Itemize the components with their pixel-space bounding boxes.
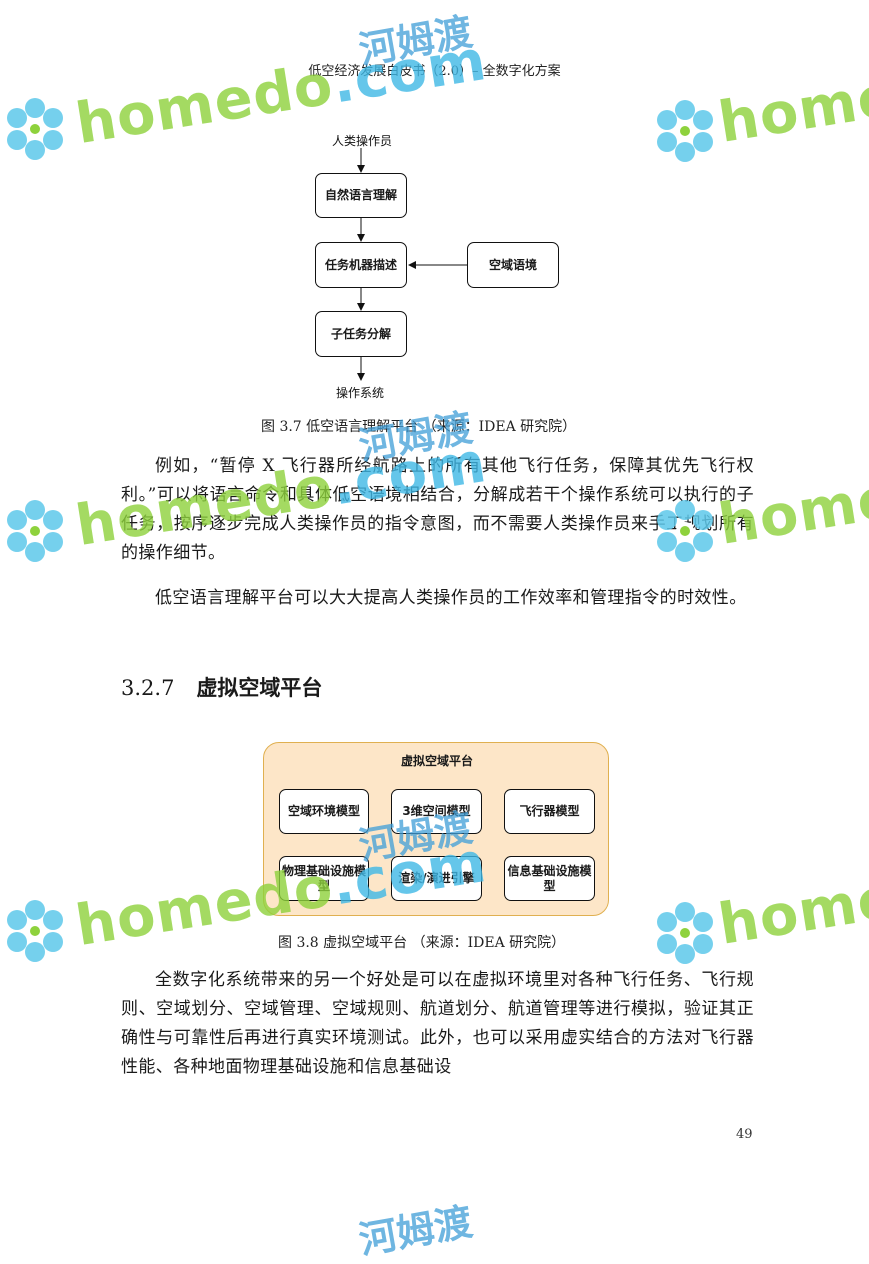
operating-system-label: 操作系统 [336,386,385,400]
page-number: 49 [736,1127,753,1142]
watermark-hemudu: 河姆渡 [355,1199,476,1263]
running-header: 低空经济发展白皮书（2.0）– 全数字化方案 [308,64,561,79]
section-number: 3.2.7 [121,676,175,700]
body-text: 全数字化系统带来的另一个好处是可以在虚拟环境里对各种飞行任务、飞行规则、空域划分… [121,966,754,1098]
component-box: 渲染/演进引擎 [391,856,482,901]
component-box: 信息基础设施模型 [504,856,595,901]
paragraph: 低空语言理解平台可以大大提高人类操作员的工作效率和管理指令的时效性。 [155,588,747,608]
task-description-box: 任务机器描述 [315,242,407,288]
component-box: 物理基础设施模型 [279,856,369,901]
flower-logo-icon [657,902,713,964]
component-box: 空域环境模型 [279,789,369,834]
component-box: 飞行器模型 [504,789,595,834]
virtual-airspace-platform-diagram: 虚拟空域平台 空域环境模型 3维空间模型 飞行器模型 物理基础设施模型 渲染/演… [263,742,609,916]
component-box: 3维空间模型 [391,789,482,834]
platform-title: 虚拟空域平台 [400,754,473,768]
section-heading: 3.2.7 虚拟空域平台 [121,672,322,702]
body-text: 例如，“暂停 X 飞行器所经航路上的所有其他飞行任务，保障其优先飞行权利。”可以… [121,452,754,629]
figure-3-7-caption: 图 3.7 低空语言理解平台 （来源：IDEA 研究院） [261,419,577,435]
nlu-box: 自然语言理解 [315,173,407,218]
subtask-decomposition-box: 子任务分解 [315,311,407,357]
human-operator-label: 人类操作员 [332,134,393,148]
figure-3-8-caption: 图 3.8 虚拟空域平台 （来源：IDEA 研究院） [278,935,566,951]
flowchart-arrows [357,148,467,381]
airspace-context-box: 空域语境 [467,242,559,288]
section-title: 虚拟空域平台 [196,675,323,700]
watermark-homed: homed [714,859,869,958]
flower-logo-icon [7,500,63,562]
flower-logo-icon [7,900,63,962]
paragraph: 全数字化系统带来的另一个好处是可以在虚拟环境里对各种飞行任务、飞行规则、空域划分… [121,970,754,1077]
paragraph: 例如，“暂停 X 飞行器所经航路上的所有其他飞行任务，保障其优先飞行权利。”可以… [121,456,754,563]
